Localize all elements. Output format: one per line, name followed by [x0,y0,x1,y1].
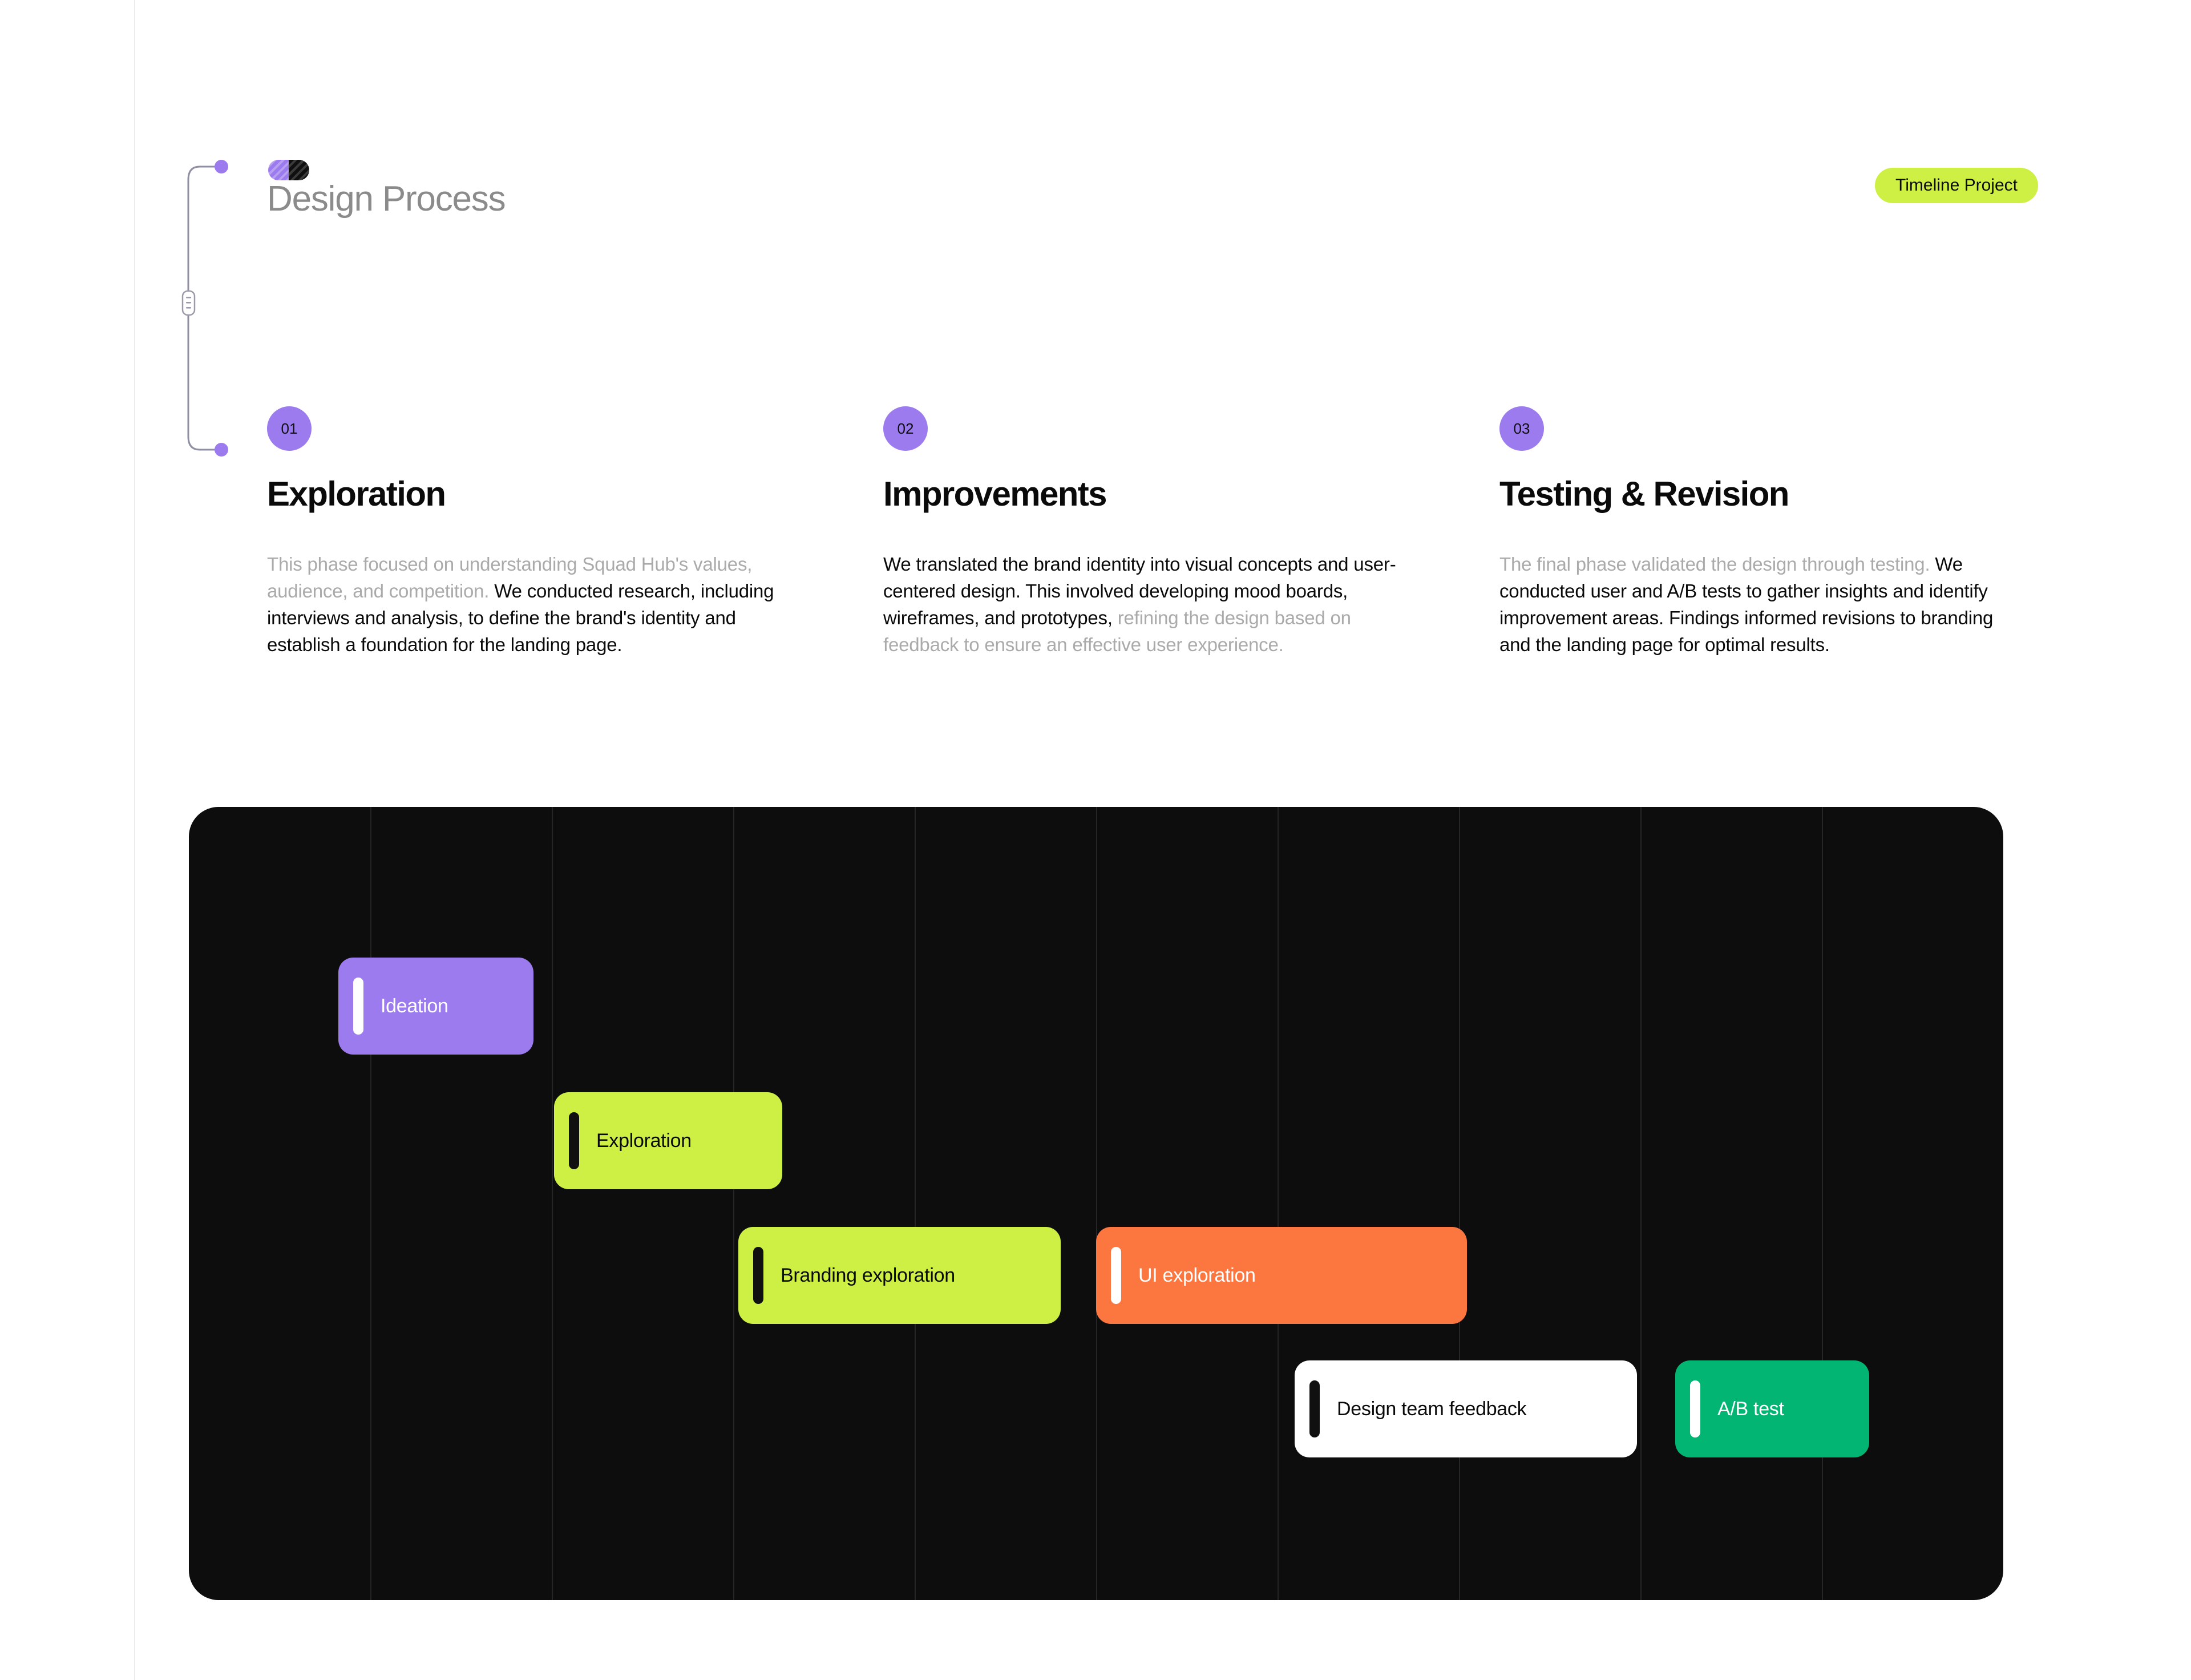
step-number-badge-03: 03 [1499,406,1544,451]
gantt-gridline [1822,807,1823,1600]
gantt-bar-drag-handle[interactable] [753,1247,763,1304]
phase-body-muted-tail-2: refining the design based on feedback to… [883,607,1351,655]
gantt-gridline [1640,807,1642,1600]
phase-title-2: Improvements [883,475,1107,513]
gantt-task-label: Ideation [381,995,448,1017]
gantt-gridline [552,807,553,1600]
phase-title-3: Testing & Revision [1499,475,1789,513]
connector-dot-bottom [215,443,228,457]
gantt-task-bar[interactable]: Ideation [338,958,533,1055]
gantt-gridline [733,807,734,1600]
phase-body-main-3: We conducted user and A/B tests to gathe… [1499,554,1994,655]
gantt-bar-drag-handle[interactable] [1309,1380,1320,1437]
gantt-gridline [370,807,371,1600]
phase-body-3: The final phase validated the design thr… [1499,551,2013,658]
project-badge[interactable]: Timeline Project [1875,168,2038,203]
phase-body-main-1: We conducted research, including intervi… [267,580,774,655]
page-divider-rail [134,0,135,1680]
step-number-badge-01: 01 [267,406,312,451]
gantt-task-bar[interactable]: UI exploration [1096,1227,1467,1324]
timeline-connector [171,148,251,471]
phase-body-muted-lead-1: This phase focused on understanding Squa… [267,554,753,601]
gantt-task-bar[interactable]: Branding exploration [738,1227,1061,1324]
gantt-bar-drag-handle[interactable] [353,978,363,1035]
logo-half-purple [268,160,289,180]
step-number-badge-02: 02 [883,406,928,451]
gantt-gridline [915,807,916,1600]
gantt-gridline [1278,807,1279,1600]
drag-handle-icon [181,290,196,316]
phase-body-main-2: We translated the brand identity into vi… [883,554,1396,628]
gantt-task-label: Design team feedback [1337,1398,1527,1420]
phase-column-2: 02 Improvements We translated the brand … [883,406,1397,658]
gantt-task-label: Exploration [596,1129,692,1152]
gantt-bar-drag-handle[interactable] [569,1112,579,1169]
gantt-task-label: Branding exploration [781,1264,955,1286]
logo-half-black [289,160,309,180]
connector-dot-top [215,160,228,173]
split-pill-logo-icon [268,160,309,180]
gantt-gridline [1459,807,1460,1600]
gantt-bar-drag-handle[interactable] [1690,1380,1700,1437]
phase-body-2: We translated the brand identity into vi… [883,551,1397,658]
phase-column-1: 01 Exploration This phase focused on und… [267,406,781,658]
gantt-gridline [1096,807,1097,1600]
phase-column-3: 03 Testing & Revision The final phase va… [1499,406,2013,658]
gantt-task-bar[interactable]: A/B test [1675,1360,1869,1457]
gantt-bar-drag-handle[interactable] [1111,1247,1121,1304]
gantt-task-label: A/B test [1717,1398,1784,1420]
phase-title-1: Exploration [267,475,446,513]
gantt-task-bar[interactable]: Exploration [554,1092,782,1189]
page-title: Design Process [267,179,506,219]
phase-body-1: This phase focused on understanding Squa… [267,551,781,658]
gantt-task-label: UI exploration [1138,1264,1256,1286]
gantt-task-bar[interactable]: Design team feedback [1295,1360,1637,1457]
phase-body-muted-lead-3: The final phase validated the design thr… [1499,554,1930,575]
